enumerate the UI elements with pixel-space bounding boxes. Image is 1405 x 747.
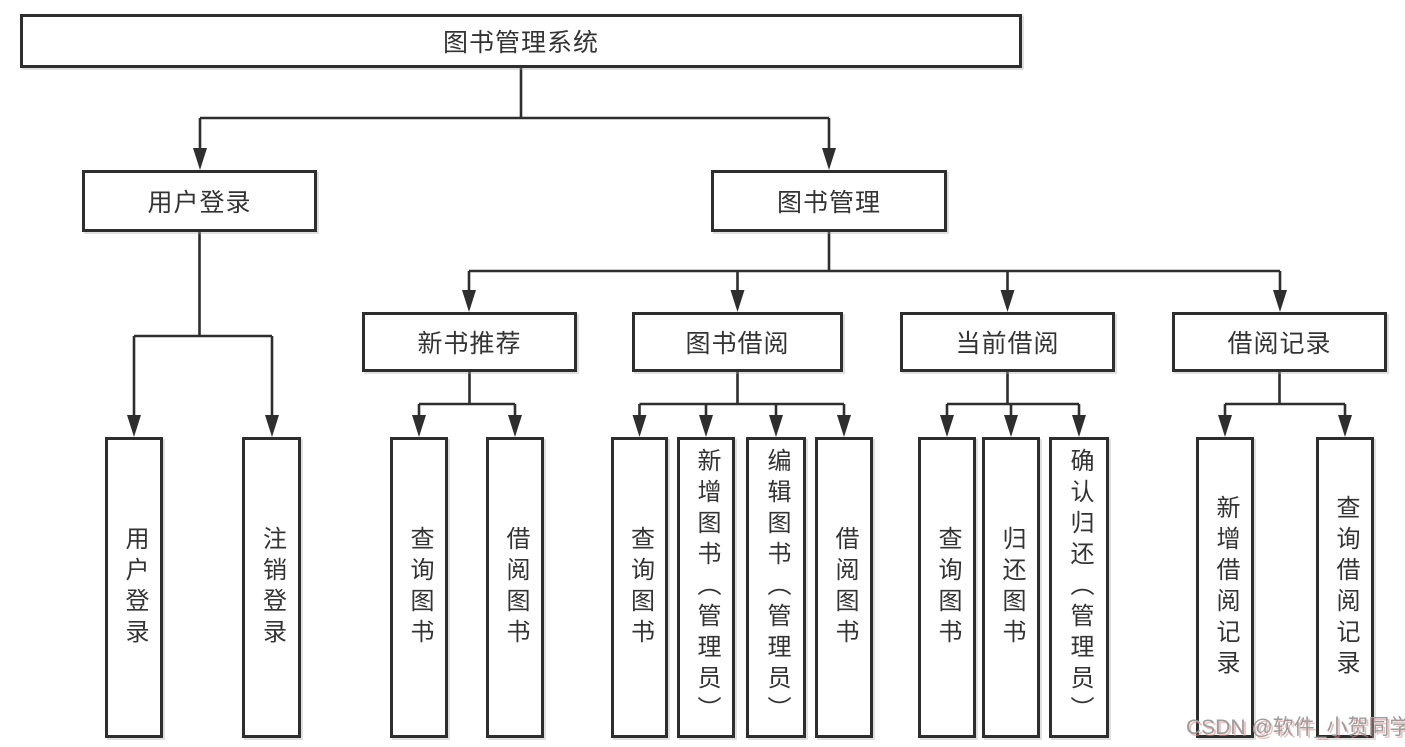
leaf-confirm-return-admin: 确认归还（管理员） xyxy=(1049,437,1109,738)
connector-new-book-children xyxy=(412,372,522,437)
leaf-borrow-books-recommend-label: 借阅图书 xyxy=(502,525,529,650)
node-borrow-records: 借阅记录 xyxy=(1172,312,1387,372)
leaf-add-book-admin-label: 新增图书（管理员） xyxy=(693,448,720,727)
leaf-add-borrow-record: 新增借阅记录 xyxy=(1196,437,1254,738)
connector-book-management-children xyxy=(462,232,1287,312)
leaf-borrow-books-borrow: 借阅图书 xyxy=(815,437,873,738)
leaf-return-book-label: 归还图书 xyxy=(998,525,1025,650)
leaf-logout-login: 注销登录 xyxy=(242,437,301,738)
leaf-edit-book-admin-label: 编辑图书（管理员） xyxy=(763,448,790,727)
leaf-query-books-recommend-label: 查询图书 xyxy=(406,525,433,650)
leaf-user-login: 用户登录 xyxy=(105,437,163,738)
connector-book-borrow-children xyxy=(632,372,851,437)
node-book-management: 图书管理 xyxy=(711,170,947,232)
leaf-query-books-current: 查询图书 xyxy=(918,437,976,738)
leaf-confirm-return-admin-label: 确认归还（管理员） xyxy=(1066,448,1093,727)
connector-user-login-children xyxy=(127,232,279,437)
leaf-return-book: 归还图书 xyxy=(982,437,1040,738)
leaf-borrow-books-recommend: 借阅图书 xyxy=(486,437,544,738)
leaf-add-book-admin: 新增图书（管理员） xyxy=(677,437,735,738)
node-book-borrow: 图书借阅 xyxy=(632,312,843,372)
leaf-logout-login-label: 注销登录 xyxy=(258,525,286,650)
node-user-login: 用户登录 xyxy=(82,170,317,232)
node-root: 图书管理系统 xyxy=(20,14,1022,68)
connector-root-to-level2 xyxy=(193,68,836,170)
node-new-book-recommend: 新书推荐 xyxy=(362,312,577,372)
leaf-query-books-current-label: 查询图书 xyxy=(934,525,961,650)
connector-current-borrow-children xyxy=(940,372,1086,437)
leaf-query-books-borrow-label: 查询图书 xyxy=(626,525,654,650)
leaf-user-login-label: 用户登录 xyxy=(121,525,148,650)
leaf-edit-book-admin: 编辑图书（管理员） xyxy=(746,437,806,738)
leaf-query-books-recommend: 查询图书 xyxy=(390,437,448,738)
csdn-watermark: CSDN @软件_小贺同学 xyxy=(1186,716,1405,739)
leaf-add-borrow-record-label: 新增借阅记录 xyxy=(1212,494,1239,681)
connector-borrow-records-children xyxy=(1218,372,1352,437)
leaf-query-books-borrow: 查询图书 xyxy=(611,437,668,738)
leaf-query-borrow-record-label: 查询借阅记录 xyxy=(1332,494,1359,681)
node-current-borrow: 当前借阅 xyxy=(900,312,1115,372)
leaf-borrow-books-borrow-label: 借阅图书 xyxy=(831,525,858,650)
leaf-query-borrow-record: 查询借阅记录 xyxy=(1316,437,1374,738)
